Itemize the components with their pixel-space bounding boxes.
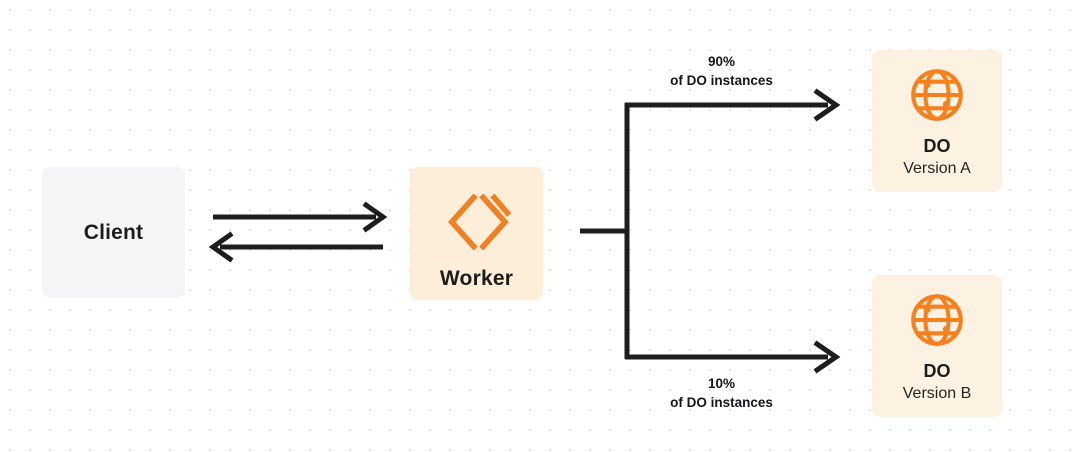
- edge-caption-do-b: of DO instances: [670, 395, 773, 410]
- globe-icon: [908, 291, 966, 349]
- worker-label: Worker: [439, 267, 514, 290]
- edge-to-do-b: [625, 340, 841, 374]
- edge-percent-do-a: 90%: [707, 54, 736, 69]
- node-do-version-b[interactable]: DO Version B: [872, 275, 1002, 417]
- node-worker[interactable]: Worker: [410, 167, 543, 300]
- edge-worker-to-client: [208, 231, 383, 263]
- node-client[interactable]: Client: [42, 167, 185, 298]
- node-do-version-a[interactable]: DO Version A: [872, 50, 1002, 192]
- do-title: DO: [923, 361, 951, 381]
- do-title: DO: [923, 136, 951, 156]
- edge-to-do-a: [625, 88, 841, 122]
- edge-client-to-worker: [213, 201, 388, 233]
- do-subtitle: Version A: [903, 160, 971, 177]
- edge-label-do-b: 10% of DO instances: [624, 374, 819, 412]
- globe-icon: [908, 66, 966, 124]
- client-label: Client: [83, 220, 144, 244]
- edge-percent-do-b: 10%: [707, 376, 736, 391]
- cloudflare-workers-icon: [442, 187, 512, 257]
- edge-label-do-a: 90% of DO instances: [624, 52, 819, 90]
- edge-worker-split: [580, 103, 630, 359]
- edge-caption-do-a: of DO instances: [670, 73, 773, 88]
- do-subtitle: Version B: [902, 385, 972, 402]
